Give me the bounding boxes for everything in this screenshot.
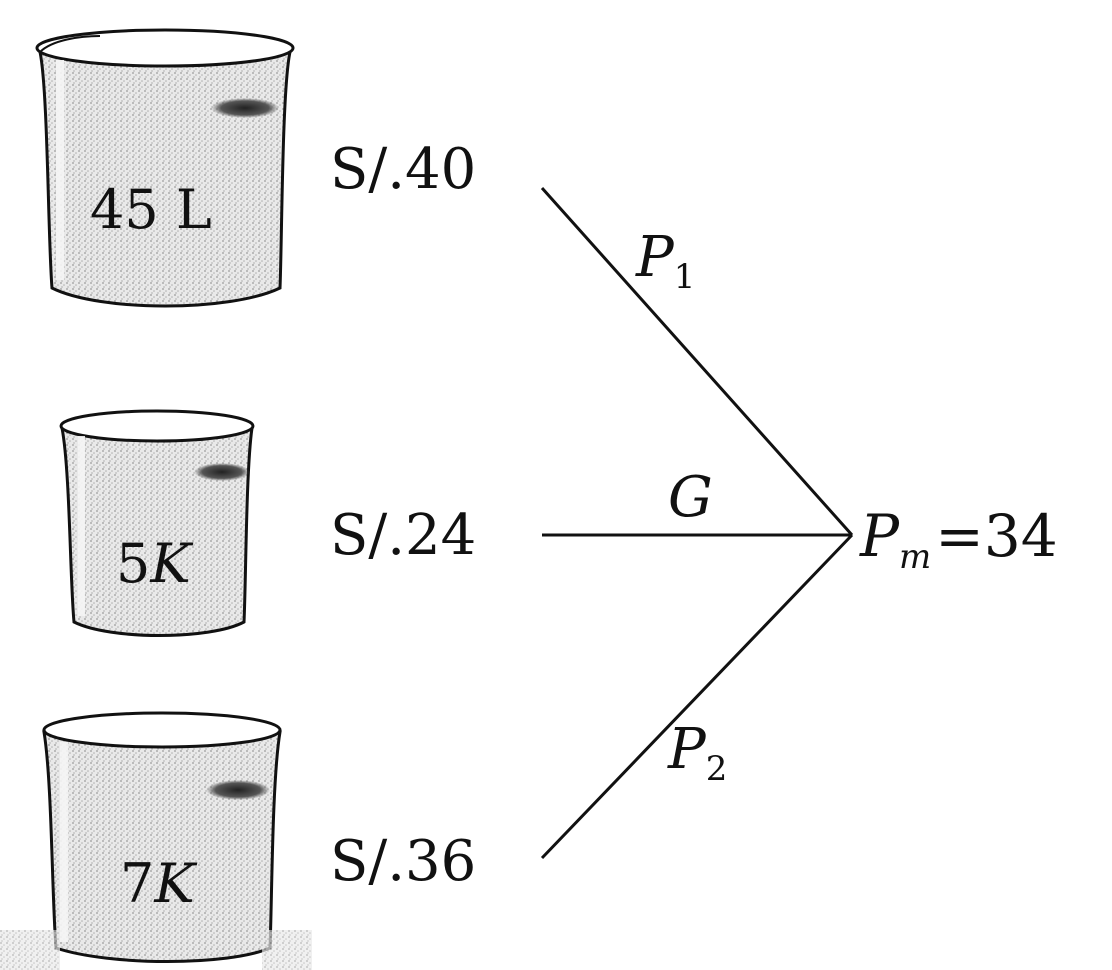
beaker-5k: 5K — [59, 409, 255, 637]
beaker-7k-rim — [42, 711, 282, 749]
line-p2 — [540, 533, 854, 860]
price-label-1: S/.40 — [330, 137, 476, 202]
label-p2: P2 — [667, 717, 727, 789]
line-p1 — [540, 187, 854, 536]
label-g: G — [668, 465, 713, 530]
beaker-7k: 7K — [0, 711, 312, 970]
result-pm: Pm=34 — [859, 502, 1058, 577]
beaker-7k-highlight — [206, 780, 270, 800]
beaker-45l-rim — [35, 28, 295, 68]
beaker-5k-highlight — [194, 463, 250, 481]
price-label-2: S/.24 — [330, 503, 476, 568]
beaker-45l: 45 L — [35, 28, 295, 308]
beaker-5k-body — [60, 426, 254, 637]
beaker-45l-label: 45 L — [90, 178, 212, 241]
beaker-5k-rim — [59, 409, 255, 443]
beaker-5k-label: 5K — [116, 532, 193, 595]
beaker-45l-highlight — [211, 98, 279, 118]
beaker-7k-label: 7K — [120, 852, 197, 915]
price-label-3: S/.36 — [330, 829, 476, 894]
beaker-7k-body — [42, 730, 282, 963]
label-p1: P1 — [635, 225, 695, 297]
